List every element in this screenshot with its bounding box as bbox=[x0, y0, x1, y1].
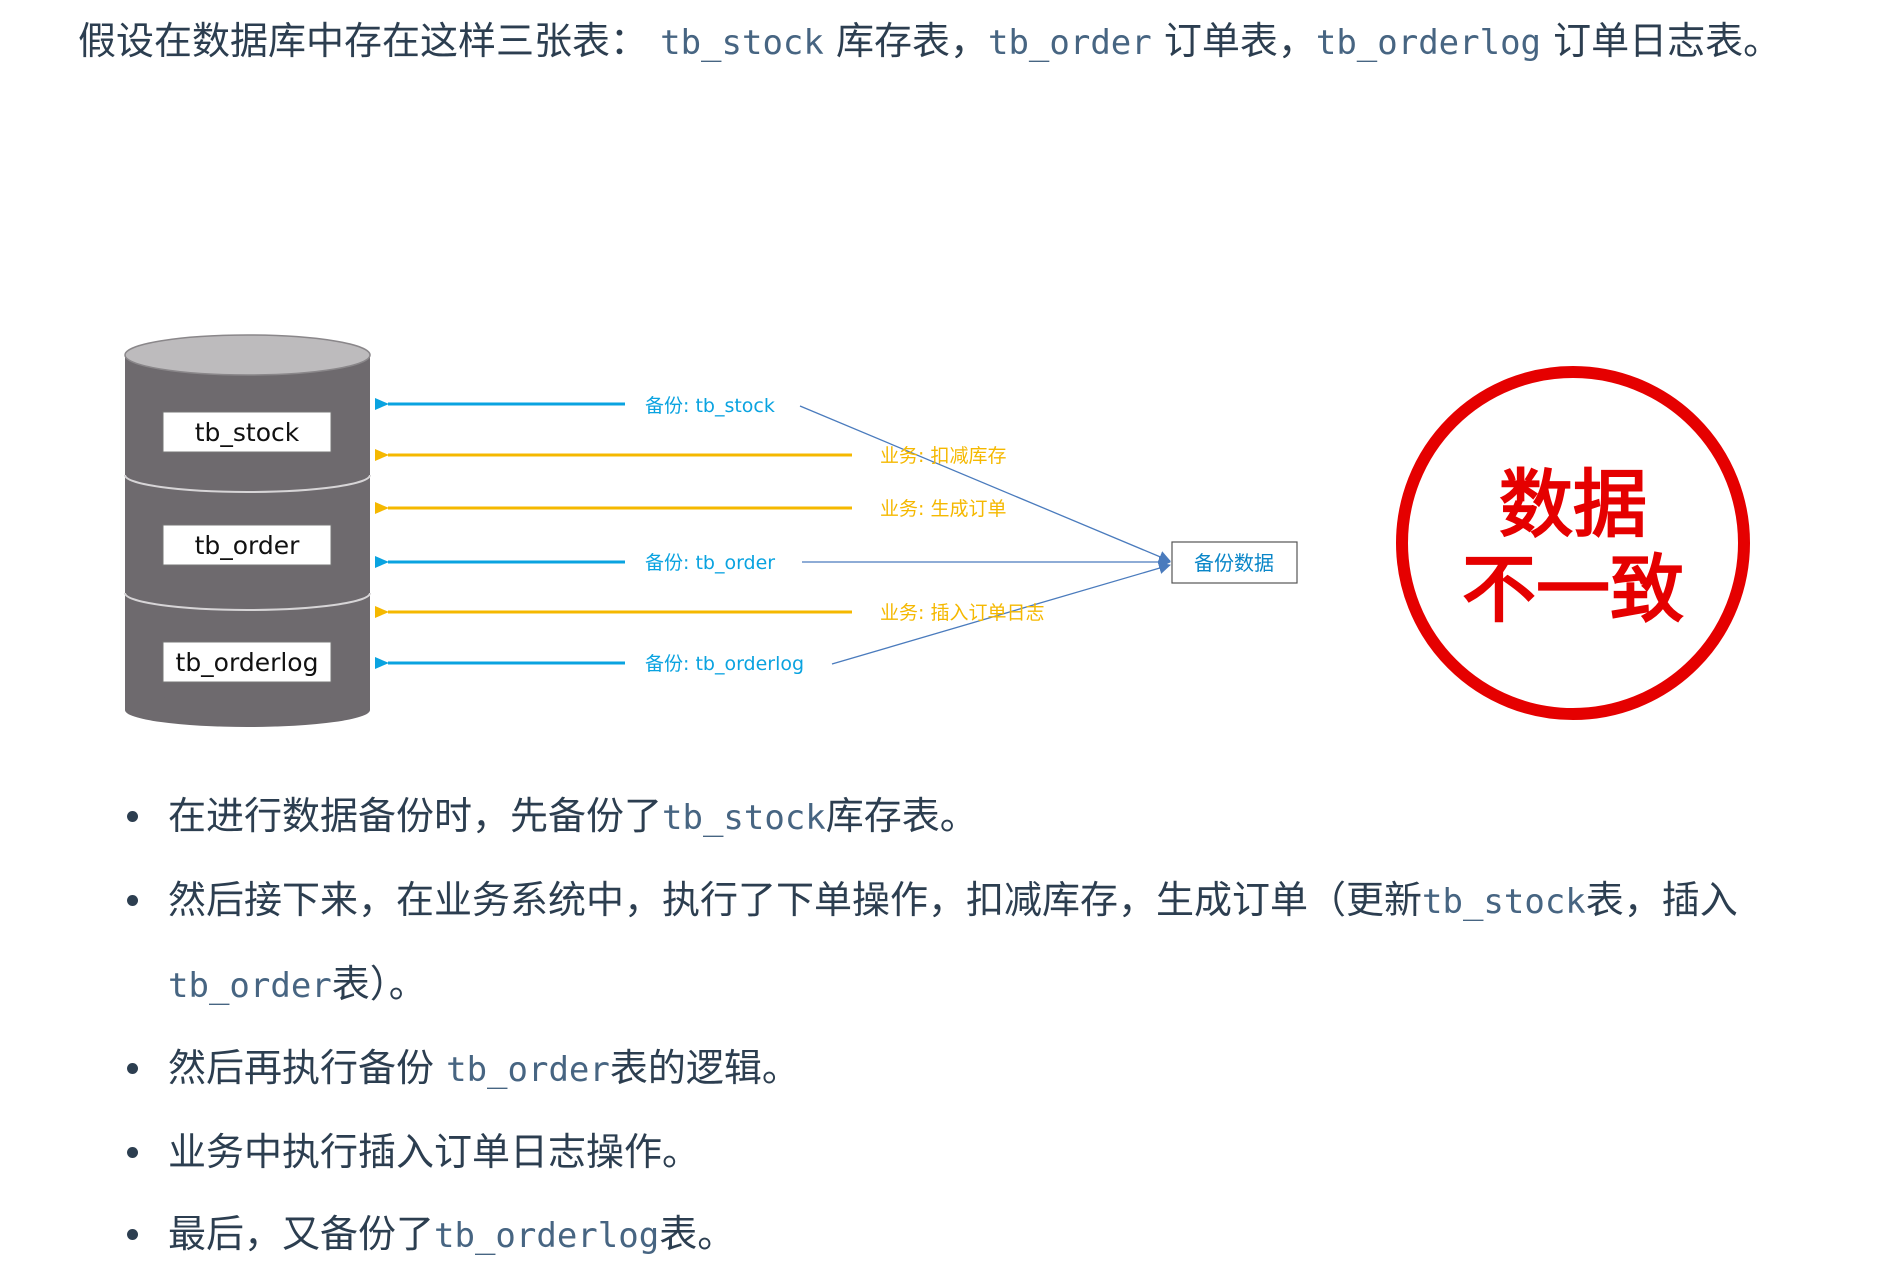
step-2-code-order: tb_order bbox=[168, 966, 332, 1006]
step-5-code: tb_orderlog bbox=[434, 1216, 660, 1256]
table-name-tb-orderlog: tb_orderlog bbox=[176, 648, 319, 677]
backup-data-box: 备份数据 bbox=[1171, 541, 1298, 584]
steps-list: 在进行数据备份时，先备份了tb_stock库存表。 然后接下来，在业务系统中，执… bbox=[120, 775, 1800, 1277]
intro-code-order: tb_order bbox=[987, 23, 1152, 63]
stamp-line-2: 不一致 bbox=[1462, 547, 1684, 633]
step-3-text-end: 表的逻辑。 bbox=[609, 1046, 800, 1090]
table-label-tb-stock: tb_stock bbox=[162, 411, 332, 453]
intro-text-4: 订单日志表。 bbox=[1553, 19, 1782, 63]
inconsistency-stamp: 数据 不一致 bbox=[1396, 366, 1750, 720]
step-2-text: 然后接下来，在业务系统中，执行了下单操作，扣减库存，生成订单（更新 bbox=[168, 878, 1423, 922]
table-label-tb-orderlog: tb_orderlog bbox=[162, 641, 332, 683]
step-2-text-mid: 表，插入 bbox=[1585, 878, 1738, 922]
label-business-deduct: 业务: 扣减库存 bbox=[880, 445, 1006, 467]
list-item: 业务中执行插入订单日志操作。 bbox=[120, 1111, 1800, 1193]
stamp-line-1: 数据 bbox=[1499, 462, 1647, 548]
label-business-insert-log: 业务: 插入订单日志 bbox=[880, 602, 1044, 624]
step-5-text: 最后，又备份了 bbox=[168, 1212, 435, 1256]
list-item: 最后，又备份了tb_orderlog表。 bbox=[120, 1193, 1800, 1277]
step-1-text-end: 库存表。 bbox=[825, 794, 978, 838]
step-1-code: tb_stock bbox=[662, 798, 826, 838]
table-label-tb-order: tb_order bbox=[162, 524, 332, 566]
table-name-tb-order: tb_order bbox=[195, 531, 301, 560]
backup-data-label: 备份数据 bbox=[1194, 551, 1274, 575]
label-backup-stock: 备份: tb_stock bbox=[645, 395, 775, 417]
step-4-text: 业务中执行插入订单日志操作。 bbox=[168, 1130, 701, 1174]
step-3-text: 然后再执行备份 bbox=[168, 1046, 447, 1090]
label-backup-orderlog: 备份: tb_orderlog bbox=[645, 653, 804, 675]
step-2-text-end: 表）。 bbox=[331, 962, 427, 1006]
intro-text-1: 假设在数据库中存在这样三张表： bbox=[78, 19, 649, 63]
intro-paragraph: 假设在数据库中存在这样三张表： tb_stock 库存表，tb_order 订单… bbox=[78, 0, 1798, 84]
backup-inconsistency-diagram: tb_stock tb_order tb_orderlog 备份: tb_sto… bbox=[124, 334, 1750, 727]
list-item: 然后接下来，在业务系统中，执行了下单操作，扣减库存，生成订单（更新tb_stoc… bbox=[120, 859, 1800, 1027]
intro-code-orderlog: tb_orderlog bbox=[1315, 23, 1542, 63]
intro-text-3: 订单表， bbox=[1163, 19, 1316, 63]
step-3-code: tb_order bbox=[446, 1050, 610, 1090]
table-name-tb-stock: tb_stock bbox=[195, 418, 300, 447]
link-orderlog-to-backup bbox=[831, 562, 1171, 665]
list-item: 然后再执行备份 tb_order表的逻辑。 bbox=[120, 1027, 1800, 1111]
list-item: 在进行数据备份时，先备份了tb_stock库存表。 bbox=[120, 775, 1800, 859]
step-5-text-end: 表。 bbox=[659, 1212, 736, 1256]
link-stock-to-backup bbox=[799, 405, 1171, 563]
label-backup-order: 备份: tb_order bbox=[645, 552, 775, 574]
step-1-text: 在进行数据备份时，先备份了 bbox=[168, 794, 663, 838]
intro-code-stock: tb_stock bbox=[660, 23, 824, 63]
intro-text-2: 库存表， bbox=[835, 19, 988, 63]
label-business-create-order: 业务: 生成订单 bbox=[880, 498, 1006, 520]
step-2-code-stock: tb_stock bbox=[1422, 882, 1586, 922]
